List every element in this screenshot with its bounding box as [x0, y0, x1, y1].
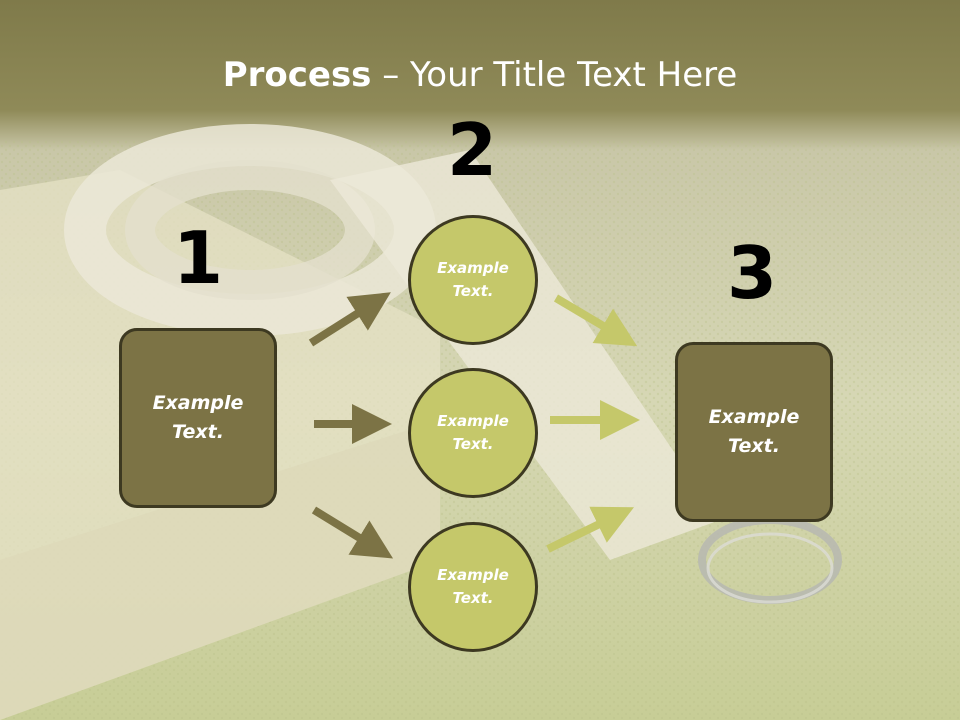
slide-title: Process – Your Title Text Here [0, 52, 960, 98]
process-circle-bottom: Example Text. [408, 522, 538, 652]
title-rest: – Your Title Text Here [371, 55, 738, 95]
right-box-line1: Example [708, 406, 800, 428]
left-process-box: Example Text. [119, 328, 277, 508]
step-number-3: 3 [726, 231, 778, 315]
arrow-left-to-bottom [311, 506, 394, 559]
title-bold: Process [222, 55, 372, 95]
left-box-line1: Example [152, 392, 244, 414]
process-circle-top: Example Text. [408, 215, 538, 345]
arrow-top-to-right [553, 294, 638, 347]
process-circle-middle: Example Text. [408, 368, 538, 498]
circle-bottom-line1: Example [437, 566, 509, 584]
circle-bottom-line2: Text. [452, 589, 494, 607]
right-process-box: Example Text. [675, 342, 833, 522]
circle-top-line2: Text. [452, 282, 494, 300]
circle-middle-line2: Text. [452, 435, 494, 453]
arrow-bottom-to-right [546, 506, 634, 553]
circle-top-line1: Example [437, 259, 509, 277]
circle-middle-line1: Example [437, 412, 509, 430]
arrow-left-to-top [308, 292, 391, 347]
left-box-line2: Text. [172, 421, 224, 443]
step-number-2: 2 [446, 108, 498, 192]
right-box-line2: Text. [728, 435, 780, 457]
step-number-1: 1 [172, 216, 224, 300]
